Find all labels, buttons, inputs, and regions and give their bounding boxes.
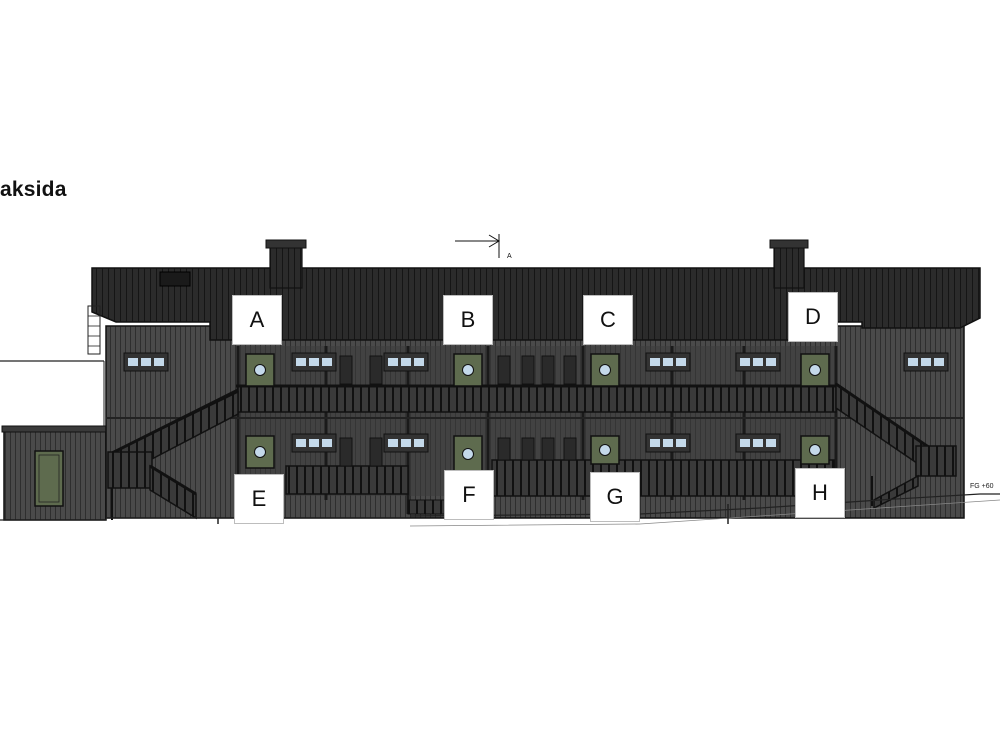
section-marker-label: A [507, 253, 512, 260]
lower-railing-right [491, 459, 835, 497]
unit-label-b: B [443, 295, 493, 345]
unit-label-c: C [583, 295, 633, 345]
lower-railing-left [285, 465, 409, 495]
ground-level-label: FG +60 [970, 483, 994, 490]
section-marker: A [455, 234, 512, 260]
adjacent-building [0, 360, 105, 428]
roof [87, 239, 981, 355]
unit-label-g: G [590, 472, 640, 522]
unit-label-f: F [444, 470, 494, 520]
page-title: aksida [0, 178, 67, 201]
windows [123, 352, 949, 453]
upper-balcony-railing [237, 385, 837, 413]
left-annex [1, 425, 109, 521]
unit-label-h: H [795, 468, 845, 518]
unit-label-a: A [232, 295, 282, 345]
unit-label-d: D [788, 292, 838, 342]
unit-label-e: E [234, 474, 284, 524]
gallery-windows [339, 355, 577, 467]
